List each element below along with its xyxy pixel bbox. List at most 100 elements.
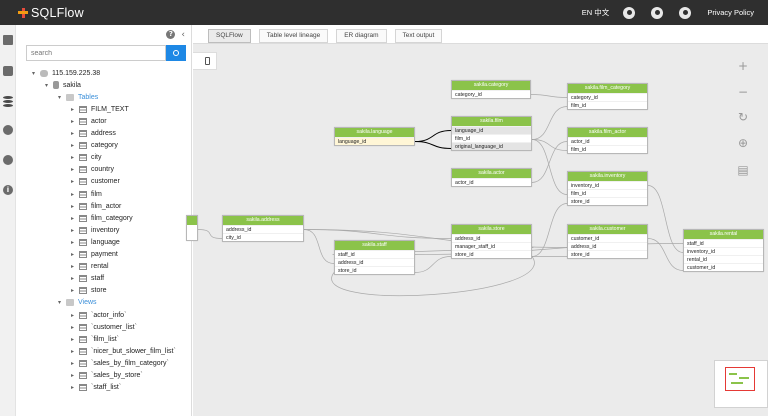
tab-er-diagram[interactable]: ER diagram [336,29,387,43]
tab-table-level-lineage[interactable]: Table level lineage [258,29,329,43]
tree-node[interactable]: ▸store [69,285,107,297]
minimap[interactable] [714,360,768,408]
column-row[interactable]: customer_id [684,263,763,271]
column-row[interactable]: store_id [568,197,647,205]
column-row[interactable]: staff_id [335,250,414,258]
column-row[interactable]: address_id [223,225,303,233]
app-logo[interactable]: SQLFlow [18,6,84,20]
column-row[interactable]: staff_id [684,239,763,247]
expand-right-icon[interactable]: ▸ [70,336,74,343]
expand-right-icon[interactable]: ▸ [70,155,74,162]
tree-node[interactable]: ▸film_actor [69,200,121,212]
tab-sqlflow[interactable]: SQLFlow [208,29,251,43]
expand-right-icon[interactable]: ▸ [70,252,74,258]
search-input[interactable] [26,45,166,61]
column-row[interactable]: inventory_id [568,181,647,189]
document-icon[interactable] [3,35,13,45]
tree-node[interactable]: ▸inventory [69,224,119,236]
twitter-icon[interactable] [651,6,664,19]
tree-node[interactable]: ▸`customer_list` [69,321,137,333]
expand-right-icon[interactable]: ▸ [70,131,74,137]
tree-node[interactable]: ▸`actor_info` [69,309,126,321]
tree-node[interactable]: ▸country [69,164,114,176]
expand-right-icon[interactable]: ▸ [70,324,74,331]
column-row[interactable]: original_language_id [452,142,531,150]
column-row[interactable]: language_id [452,126,531,134]
column-row[interactable]: store_id [568,250,647,258]
collapse-chevron-icon[interactable]: ‹ [181,30,185,40]
checkbox-icon[interactable] [3,66,13,76]
tree-node[interactable]: ▸film_category [69,212,133,224]
tree-node[interactable]: ▸staff [69,273,104,285]
refresh-icon[interactable]: ↻ [737,110,749,124]
column-row[interactable]: rental_id [684,255,763,263]
expand-right-icon[interactable]: ▸ [70,118,74,125]
column-row[interactable]: category_id [452,90,530,98]
column-row[interactable]: actor_id [452,178,531,186]
help-icon[interactable]: ? [166,30,176,39]
expand-right-icon[interactable]: ▸ [70,227,74,234]
expand-right-icon[interactable]: ▸ [70,191,74,198]
tree-node[interactable]: ▸payment [69,249,118,261]
expand-right-icon[interactable]: ▸ [70,264,74,271]
expand-right-icon[interactable]: ▸ [70,203,74,210]
zoom-in-icon[interactable]: + [737,59,749,73]
column-row[interactable]: city_id [223,233,303,241]
expand-down-icon[interactable]: ▾ [31,70,35,77]
github-icon[interactable] [679,6,692,19]
tree-node[interactable]: ▸film [69,188,102,200]
tree-node[interactable]: ▾115.159.225.38 [30,67,100,79]
expand-right-icon[interactable]: ▸ [70,215,74,222]
expand-right-icon[interactable]: ▸ [70,312,74,319]
expand-right-icon[interactable]: ▸ [70,143,74,150]
tree-node[interactable]: ▸language [69,236,120,248]
column-row[interactable]: address_id [452,234,531,242]
column-row[interactable]: language_id [335,137,414,145]
expand-down-icon[interactable]: ▾ [57,94,61,101]
privacy-policy-link[interactable]: Privacy Policy [707,8,754,17]
canvas-toolbox[interactable] [193,52,217,70]
expand-right-icon[interactable]: ▸ [70,106,74,113]
expand-right-icon[interactable]: ▸ [70,288,74,295]
column-row[interactable]: film_id [568,189,647,197]
expand-right-icon[interactable]: ▸ [70,348,74,355]
table-node-partial[interactable] [186,215,198,241]
expand-right-icon[interactable]: ▸ [70,179,74,186]
expand-down-icon[interactable]: ▾ [44,82,48,89]
column-row[interactable]: manager_staff_id [452,242,531,250]
column-row[interactable]: film_id [568,145,647,153]
column-row[interactable]: inventory_id [684,247,763,255]
tree-node[interactable]: ▸category [69,140,118,152]
tree-node[interactable]: ▸address [69,128,116,140]
expand-right-icon[interactable]: ▸ [70,276,74,283]
tree-node[interactable]: ▸`nicer_but_slower_film_list` [69,345,176,357]
expand-down-icon[interactable]: ▾ [57,300,61,307]
tree-node[interactable]: ▸`sales_by_film_category` [69,357,169,369]
expand-right-icon[interactable]: ▸ [70,167,74,174]
search-button[interactable] [166,45,186,61]
column-row[interactable]: address_id [568,242,647,250]
tree-node[interactable]: ▸city [69,152,102,164]
tab-text-output[interactable]: Text output [394,29,443,43]
column-row[interactable]: category_id [568,93,647,101]
database-icon[interactable] [3,96,13,107]
column-row[interactable]: customer_id [568,234,647,242]
tree-node[interactable]: ▸rental [69,261,109,273]
column-row[interactable]: address_id [335,258,414,266]
tree-node[interactable]: ▸customer [69,176,120,188]
expand-right-icon[interactable]: ▸ [70,239,74,246]
minimap-viewport[interactable] [725,367,755,391]
user-icon[interactable] [623,6,636,19]
clock-icon[interactable] [3,125,13,135]
center-icon[interactable]: ⊕ [737,136,749,150]
expand-right-icon[interactable]: ▸ [70,373,74,379]
